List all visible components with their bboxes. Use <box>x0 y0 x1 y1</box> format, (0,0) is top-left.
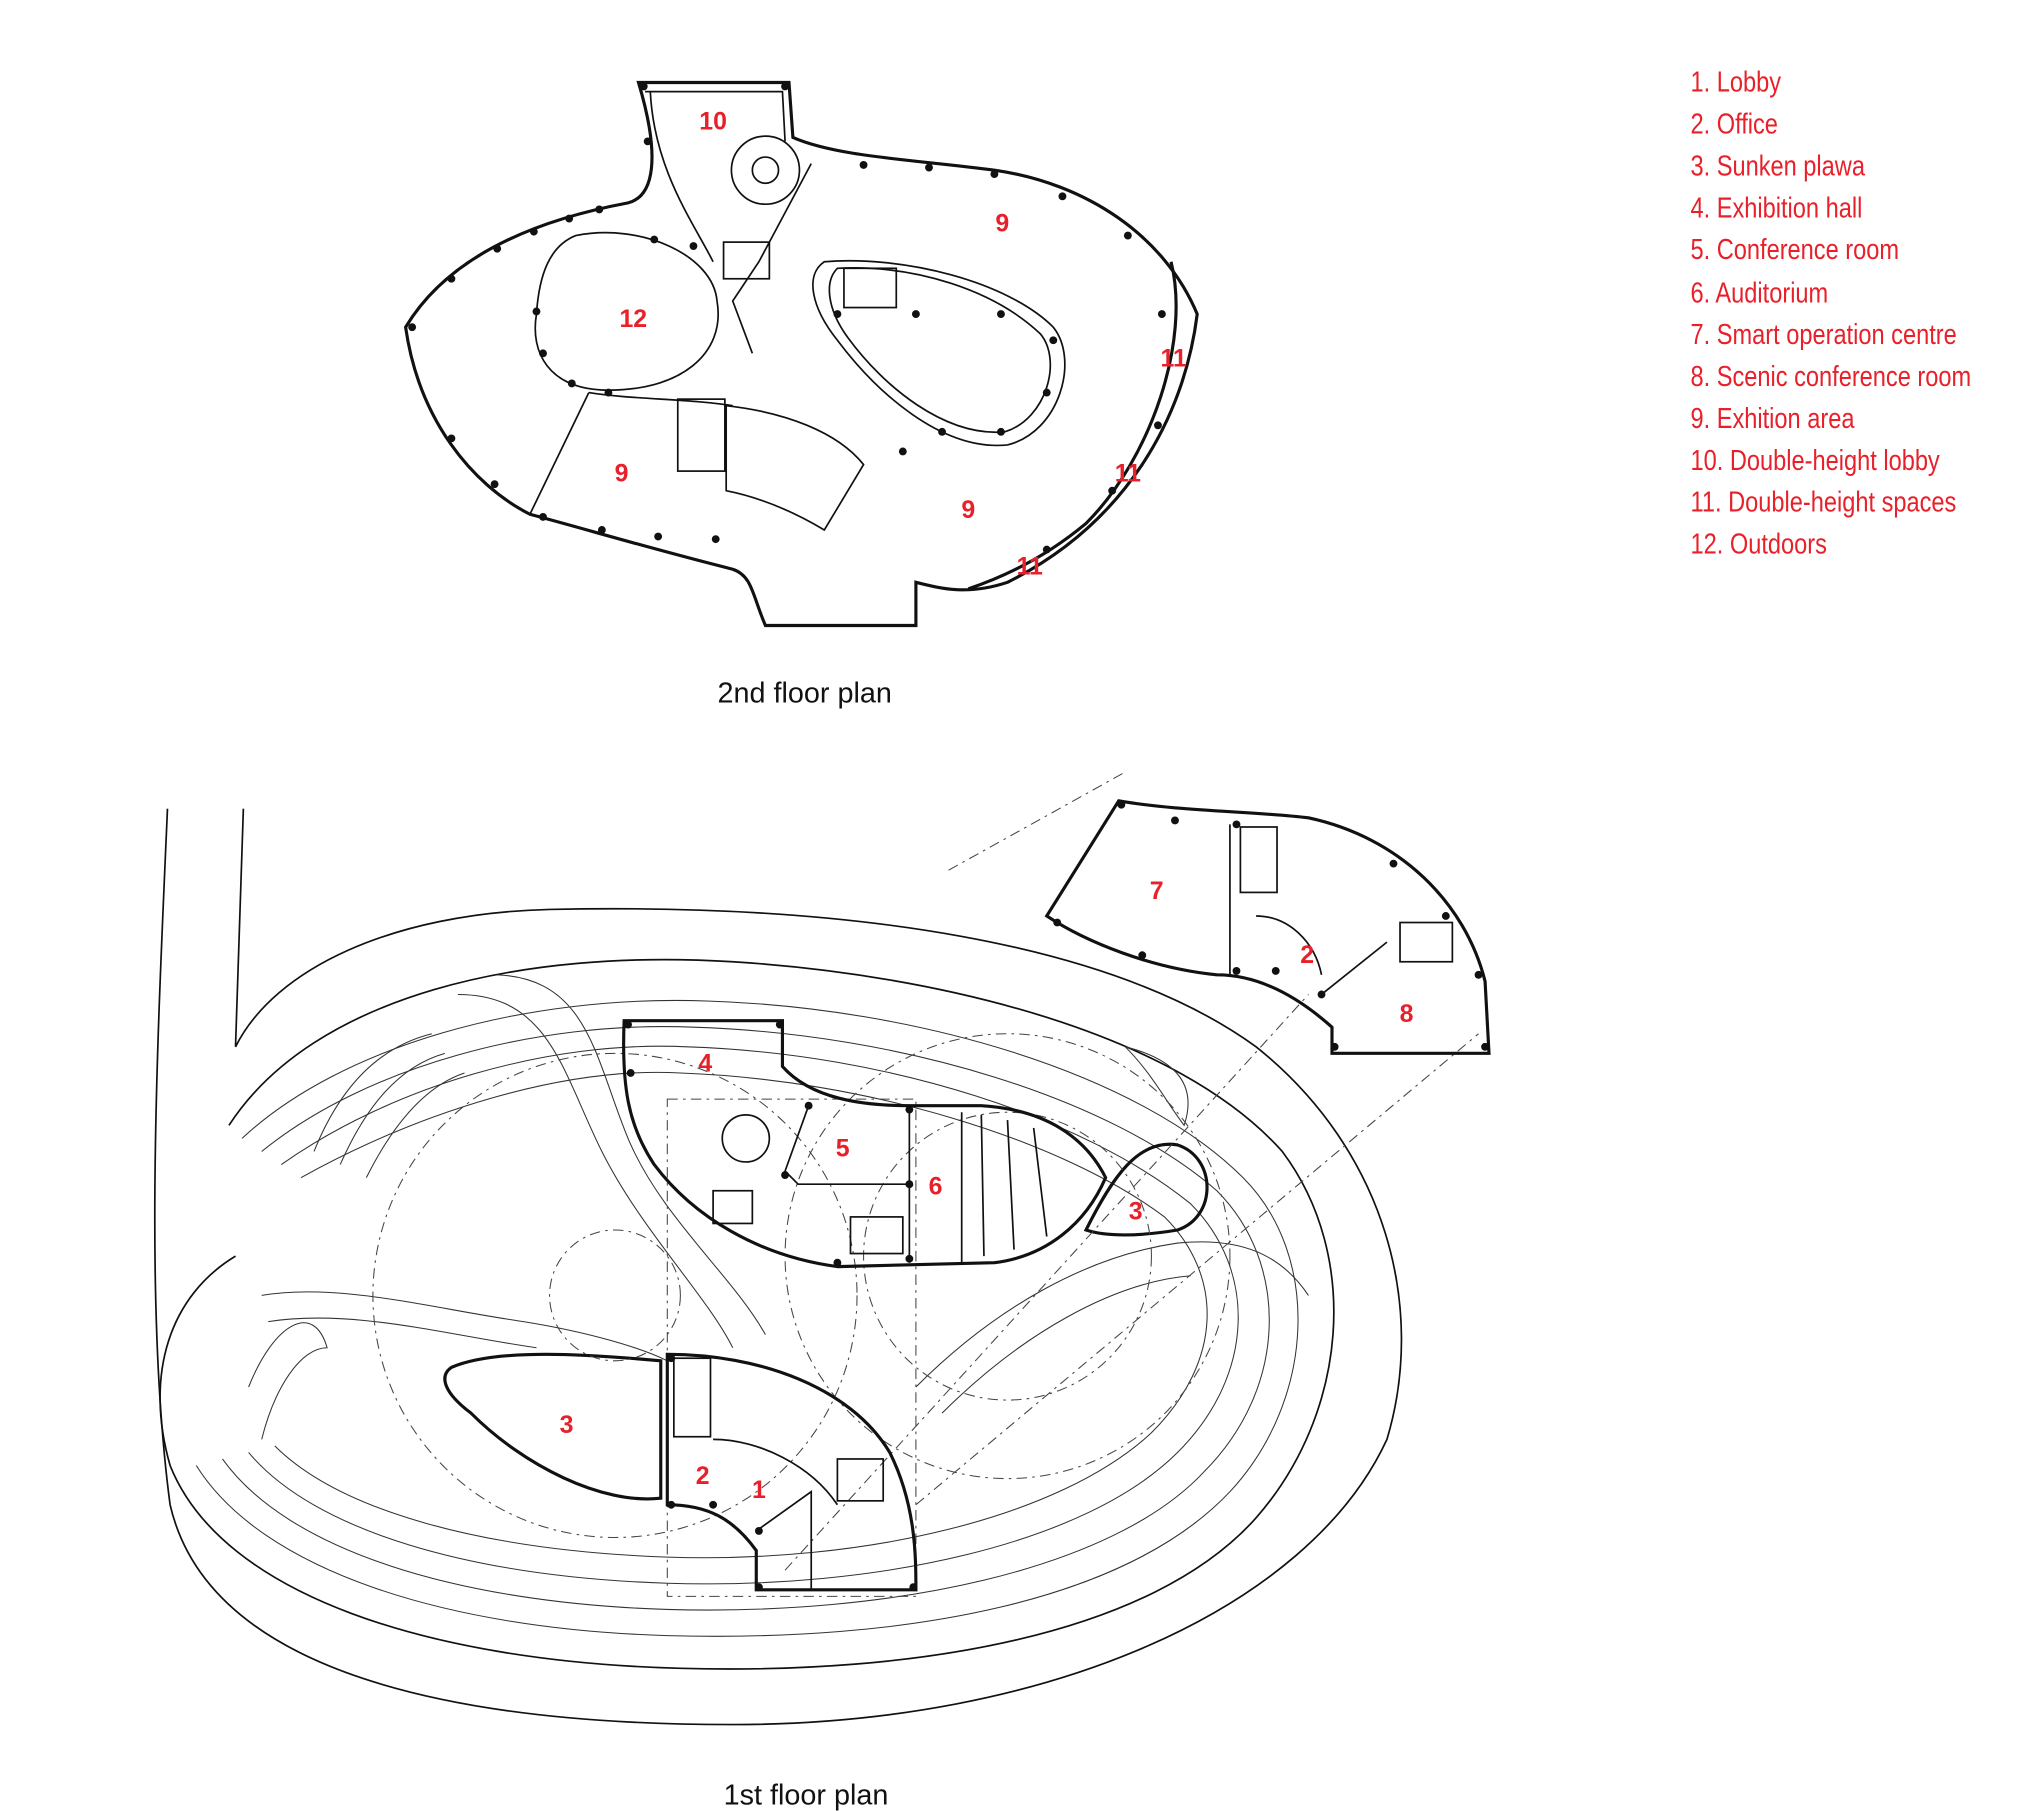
room-label-9: 9 <box>995 210 1009 238</box>
dashed-guides <box>372 771 1479 1597</box>
legend-item: 3. Sunken plawa <box>1690 149 1865 182</box>
legend-item: 11. Double-height spaces <box>1690 485 1956 518</box>
first-floor-caption: 1st floor plan <box>724 1779 889 1811</box>
room-label-11: 11 <box>1161 344 1187 372</box>
room-label-3: 3 <box>560 1411 574 1439</box>
room-label-2: 2 <box>1300 941 1314 969</box>
room-label-7: 7 <box>1150 877 1164 905</box>
spiral-stair <box>721 1113 771 1163</box>
legend: 1. Lobby 2. Office 3. Sunken plawa 4. Ex… <box>1690 65 1971 560</box>
room-label-6: 6 <box>929 1173 943 1201</box>
room-label-9: 9 <box>961 496 975 524</box>
room-label-5: 5 <box>836 1135 850 1163</box>
second-floor-caption: 2nd floor plan <box>718 678 892 710</box>
double-height-edge-11 <box>967 261 1178 591</box>
landscape-contours <box>153 808 1403 1726</box>
room-label-11: 11 <box>1115 460 1141 488</box>
room-label-2: 2 <box>696 1462 710 1490</box>
building-north <box>622 1019 1108 1269</box>
room-label-11: 11 <box>1017 552 1043 580</box>
room-label-10: 10 <box>699 108 727 136</box>
legend-item: 1. Lobby <box>1690 65 1781 98</box>
second-floor-plan: 10 9 12 11 11 11 9 9 2nd floor plan <box>403 80 1199 710</box>
stair-core <box>672 1357 712 1438</box>
legend-item: 6. Auditorium <box>1690 276 1828 309</box>
teardrop-void <box>812 259 1066 447</box>
legend-item: 5. Conference room <box>1690 233 1899 266</box>
stair-core <box>676 398 726 472</box>
spiral-stair <box>730 135 801 206</box>
room-label-12: 12 <box>619 305 647 333</box>
second-floor-outline <box>403 80 1199 628</box>
legend-item: 12. Outdoors <box>1690 527 1826 560</box>
room-label-4: 4 <box>698 1050 712 1078</box>
sunken-plaza-east <box>1083 1142 1209 1237</box>
sunken-plaza-west <box>443 1352 663 1501</box>
legend-item: 9. Exhition area <box>1690 402 1854 435</box>
room-label-3: 3 <box>1129 1198 1143 1226</box>
room-label-9: 9 <box>615 460 629 488</box>
legend-item: 7. Smart operation centre <box>1690 318 1956 351</box>
first-floor-plan: 7 2 8 4 5 6 3 3 2 1 1st floor plan <box>153 771 1491 1811</box>
room-label-1: 1 <box>752 1476 766 1504</box>
outdoor-court-12 <box>534 231 720 391</box>
legend-item: 2. Office <box>1690 107 1777 140</box>
legend-item: 4. Exhibition hall <box>1690 191 1862 224</box>
building-south <box>665 1352 918 1592</box>
building-annex <box>1044 799 1491 1055</box>
room-label-8: 8 <box>1400 1000 1414 1028</box>
legend-item: 10. Double-height lobby <box>1690 444 1940 477</box>
legend-item: 8. Scenic conference room <box>1690 360 1971 393</box>
